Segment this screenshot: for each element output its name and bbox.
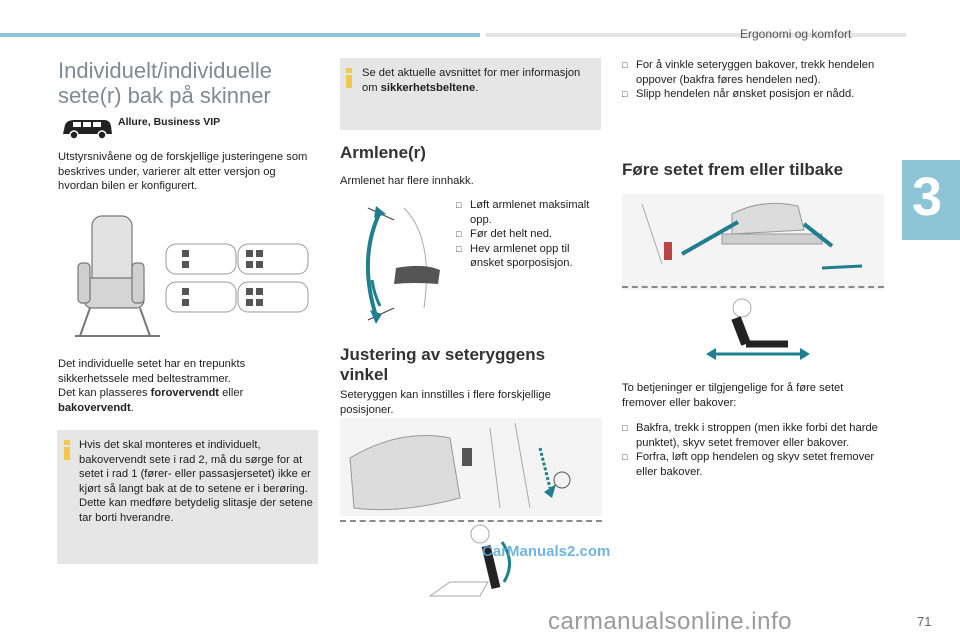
armrest-arc-arrow [365,211,382,317]
title-line-2: sete(r) bak på skinner [58,83,271,108]
info-box-text: Hvis det skal monteres et individuelt, b… [79,438,313,525]
seat-recline-illustration [428,524,511,597]
recline-arc-arrow [500,541,511,583]
move-seat-intro: To betjeninger er tilgjengelige for å fø… [622,382,844,409]
move-seat-step: Bakfra, trekk i stroppen (men ikke forbi… [622,421,884,450]
dashed-separator [622,286,884,288]
info-box-text-1: Hvis det skal monteres et individuelt, b… [79,439,311,495]
header-rule [486,33,906,37]
armrest-step: Hev armlenet opp til ønsket sporposisjon… [456,242,596,271]
recline-steps: For å vinkle seteryggen bakover, trekk h… [622,58,884,102]
seat-slide-illustration [622,194,884,290]
seat-orientation-pre: Det kan plasseres [58,387,151,399]
backrest-heading: Justering av seteryggens vinkel [340,345,600,385]
info-box-seatbelts [340,58,601,130]
recline-step: For å vinkle seteryggen bakover, trekk h… [622,58,884,87]
arrow-diagonal-icon [681,220,739,256]
van-icon [63,120,112,140]
move-seat-step: Forfra, løft opp hendelen og skyv setet … [622,450,884,479]
backrest-intro: Seteryggen kan innstilles i flere forskj… [340,389,551,416]
move-seat-steps: Bakfra, trekk i stroppen (men ikke forbi… [622,421,884,479]
info-seatbelts-text: Se det aktuelle avsnittet for mer inform… [362,66,592,95]
arrow-up-icon [374,206,386,218]
armrest-illustration [365,206,440,324]
header-accent-bar [0,33,480,37]
move-seat-heading: Føre setet frem eller tilbake [622,160,844,179]
seat-orientation-rear: bakovervendt [58,401,131,414]
armrest-steps: Løft armlenet maksimalt opp. Før det hel… [456,198,596,271]
seat-belt-text: Det individuelle setet har en trepunkts … [58,357,310,415]
chapter-number: 3 [912,167,943,227]
page-title: Individuelt/individuelle sete(r) bak på … [58,58,318,108]
arrow-left-icon [706,348,716,360]
seat-orientation-end: . [130,401,134,414]
arrow-right-icon [800,348,810,360]
page-number: 71 [917,614,932,629]
info-box-text-2: Dette kan medføre betydelig slitasje der… [79,497,313,524]
info-seatbelts-bold: sikkerhetsbeltene [380,81,476,94]
seat-orientation-forward: forovervendt [150,387,220,399]
section-title: Ergonomi og komfort [740,27,852,41]
seat-drawing [75,215,160,337]
armrest-heading: Armlene(r) [340,143,426,162]
van-layout-diagrams [165,243,309,313]
watermark: CarManuals2.com [482,543,611,560]
footer-watermark: carmanualsonline.info [548,608,792,635]
backrest-heading-line-2: vinkel [340,365,389,384]
dashed-separator [340,520,602,522]
armrest-step: Før det helt ned. [456,227,596,242]
seat-slide-diagram [706,298,810,360]
info-icon [64,440,70,460]
armrest-intro: Armlenet har flere innhakk. [340,175,474,187]
seat-belt-line: Det individuelle setet har en trepunkts … [58,358,246,385]
versions-label: Allure, Business VIP [118,116,221,128]
info-icon [346,68,352,88]
info-box-seat-contact [57,430,318,564]
backrest-lever-illustration [340,418,602,516]
recline-step: Slipp hendelen når ønsket posisjon er nå… [622,87,884,102]
seat-layout-illustration [75,215,309,337]
info-seatbelts-end: . [475,81,479,94]
arrow-down-icon [544,484,556,498]
armrest-step: Løft armlenet maksimalt opp. [456,198,596,227]
intro-text: Utstyrsnivåene og de forskjellige juster… [58,151,308,192]
info-seatbelts-pre: Se det aktuelle avsnittet for mer inform… [362,67,581,94]
backrest-heading-line-1: Justering av seteryggens [340,345,546,364]
seat-orientation-or: eller [219,387,244,399]
title-line-1: Individuelt/individuelle [58,58,273,83]
chapter-tab: 3 [902,160,960,240]
arrow-down-icon [370,310,382,324]
strap-marker [664,242,672,260]
